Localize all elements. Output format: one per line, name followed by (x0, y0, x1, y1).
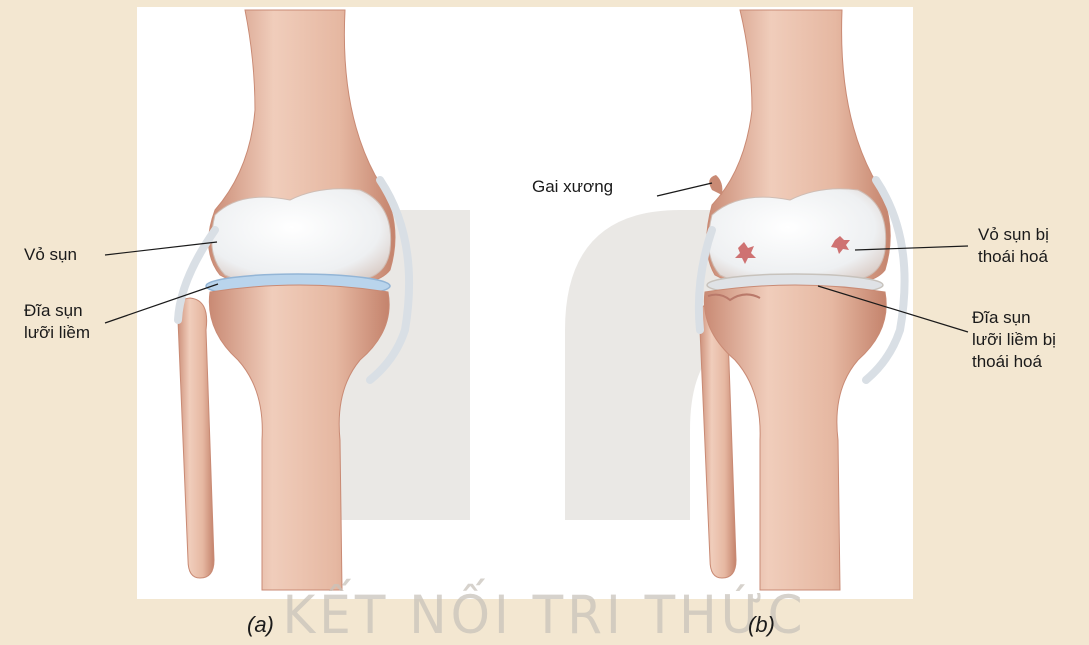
label-meniscus-b: Đĩa sụn lưỡi liềm bị thoái hoá (972, 307, 1056, 373)
cartilage-b (708, 189, 885, 286)
label-cartilage-b: Vỏ sụn bị thoái hoá (978, 224, 1049, 268)
bone-spur (709, 175, 722, 195)
label-cartilage-a: Vỏ sụn (24, 244, 77, 266)
knee-degenerated (699, 10, 905, 590)
caption-b: (b) (748, 612, 775, 638)
caption-a: (a) (247, 612, 274, 638)
leader-spur-b (657, 183, 712, 196)
label-spur-b: Gai xương (532, 176, 613, 198)
cartilage-a (212, 189, 391, 286)
watermark-text: KẾT NỐI TRI THỨC (0, 585, 1089, 645)
label-meniscus-a: Đĩa sụn lưỡi liềm (24, 300, 90, 344)
fibula-a (177, 298, 215, 578)
